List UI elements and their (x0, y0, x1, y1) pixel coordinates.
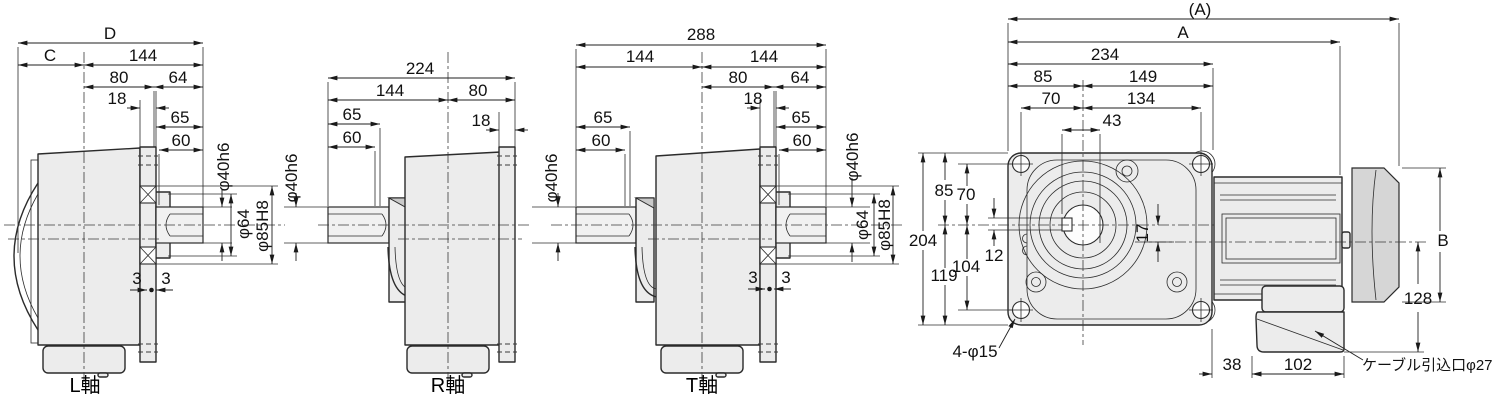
view-r-axis: 224 144 80 65 18 60 φ40h6 R軸 (282, 52, 530, 397)
t-dim-18: 18 (744, 89, 763, 108)
r-dim-18: 18 (472, 111, 491, 130)
f-dim-43: 43 (1103, 111, 1122, 130)
f-cable-entry-note: ケーブル引込口φ27 (1362, 356, 1493, 374)
f-dim-204: 204 (909, 231, 937, 250)
f-dim-85-top: 85 (1034, 67, 1053, 86)
r-dim-144: 144 (376, 81, 404, 100)
l-dim-shaft-dia: φ40h6 (214, 143, 233, 192)
motor-nameplate (1221, 213, 1341, 264)
t-dim-64: 64 (791, 68, 810, 87)
f-dim-149: 149 (1129, 67, 1157, 86)
t-dim-60-right: 60 (793, 131, 812, 150)
l-dim-18: 18 (108, 89, 127, 108)
t-axis-bearing-symbols (759, 185, 777, 265)
f-dim-119: 119 (930, 266, 957, 285)
f-dim-70-left: 70 (957, 185, 976, 204)
f-dim-102: 102 (1284, 355, 1312, 374)
l-dim-D: D (104, 24, 116, 43)
t-dim-hub-dia: φ64 (853, 210, 872, 240)
f-dim-mount-holes: 4-φ15 (952, 342, 997, 361)
f-dim-B: B (1437, 231, 1448, 250)
l-dim-65: 65 (171, 108, 190, 127)
l-dim-60: 60 (172, 131, 191, 150)
l-axis-body (4, 52, 285, 382)
l-dim-80: 80 (110, 68, 129, 87)
l-dim-gap-right: 3 (161, 269, 170, 288)
t-dim-shaft-dia-right: φ40h6 (843, 133, 862, 182)
f-dim-overall-ref: (A) (1189, 0, 1212, 19)
t-axis-body (551, 52, 905, 382)
view-t-axis: 288 144 144 80 64 18 65 60 65 60 φ40h6 φ… (532, 25, 905, 397)
l-axis-bearing-symbols (139, 185, 157, 265)
front-gearbox-face (938, 80, 1228, 345)
t-dim-shaft-dia-left: φ40h6 (542, 154, 561, 203)
r-dim-224: 224 (406, 59, 434, 78)
f-dim-17: 17 (1133, 224, 1152, 243)
f-dim-38: 38 (1223, 355, 1242, 374)
t-dim-65-left: 65 (594, 108, 613, 127)
view-front: (A) A 234 85 149 70 134 43 204 85 70 119… (909, 0, 1493, 378)
t-dim-288: 288 (687, 25, 715, 44)
r-dim-shaft-dia: φ40h6 (282, 154, 301, 203)
cable-entry-cover (1255, 311, 1345, 353)
front-motor (1135, 167, 1428, 353)
t-dim-144-left: 144 (626, 47, 654, 66)
l-dim-64: 64 (169, 68, 188, 87)
f-dim-12: 12 (985, 246, 1004, 265)
l-axis-dimensions (17, 40, 278, 293)
r-axis-dimensions (284, 75, 528, 261)
r-axis-body (318, 52, 530, 382)
f-dim-overall: A (1177, 23, 1189, 42)
r-dim-65: 65 (343, 105, 362, 124)
l-axis-view-label: L軸 (69, 374, 100, 397)
motor-fan-cover (1351, 167, 1400, 303)
t-dim-gap-right: 3 (781, 268, 790, 287)
f-dim-128: 128 (1404, 289, 1432, 308)
l-dim-hub-dia: φ64 (234, 209, 253, 239)
l-dim-gap-left: 3 (132, 269, 141, 288)
l-dim-spigot-dia: φ85H8 (253, 200, 272, 252)
t-axis-view-label: T軸 (686, 374, 718, 397)
f-dim-104: 104 (952, 257, 980, 276)
front-mount-holes (1009, 152, 1213, 322)
view-l-axis: D C 144 80 64 18 65 60 φ40h6 φ64 φ85H8 3… (4, 24, 285, 397)
t-dim-144-right: 144 (750, 47, 778, 66)
l-dim-C: C (44, 46, 56, 65)
r-dim-60: 60 (343, 128, 362, 147)
f-dim-134: 134 (1127, 89, 1155, 108)
t-dim-60-left: 60 (592, 131, 611, 150)
f-dim-234: 234 (1091, 45, 1119, 64)
t-dim-65-right: 65 (792, 108, 811, 127)
t-dim-spigot-dia: φ85H8 (875, 199, 894, 251)
f-dim-70-top: 70 (1042, 89, 1061, 108)
motor-terminal-box (1261, 285, 1345, 313)
r-axis-view-label: R軸 (431, 374, 465, 397)
motor-body (1213, 176, 1343, 301)
front-keyway (1061, 217, 1073, 232)
front-dimensions (918, 16, 1446, 378)
r-dim-80: 80 (469, 81, 488, 100)
t-dim-80: 80 (729, 68, 748, 87)
l-dim-144: 144 (129, 46, 157, 65)
t-axis-dimensions (532, 42, 899, 292)
t-dim-gap-left: 3 (748, 268, 757, 287)
f-dim-85-left: 85 (935, 181, 954, 200)
